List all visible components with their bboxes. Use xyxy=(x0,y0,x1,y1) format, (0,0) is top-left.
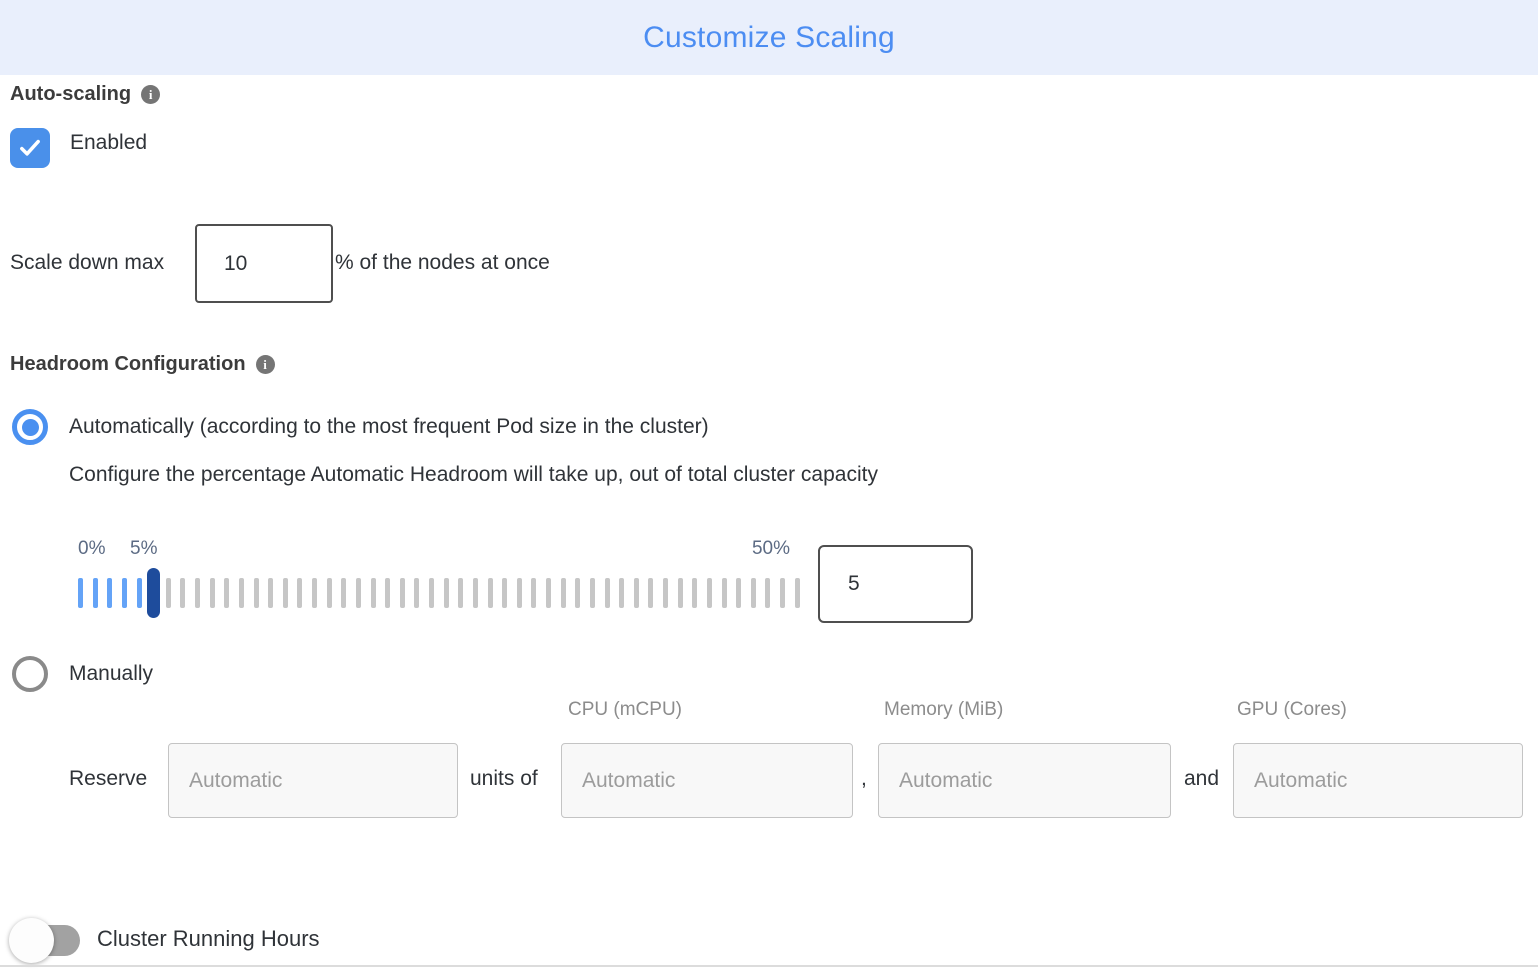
slider-tick xyxy=(414,578,420,608)
slider-tick xyxy=(458,578,464,608)
headroom-percentage-input[interactable] xyxy=(818,545,973,623)
slider-tick xyxy=(780,578,785,608)
reserve-label: Reserve xyxy=(69,767,148,790)
slider-tick xyxy=(121,578,127,608)
slider-tick xyxy=(706,578,712,608)
slider-tick xyxy=(341,578,347,608)
auto-scaling-label: Auto-scaling xyxy=(10,83,132,105)
auto-scaling-enabled-checkbox[interactable] xyxy=(10,128,50,168)
slider-tick xyxy=(399,578,405,608)
reserve-gpu-input[interactable] xyxy=(1233,743,1523,818)
slider-ticks[interactable] xyxy=(78,578,800,608)
slider-tick xyxy=(472,578,478,608)
slider-tick xyxy=(502,578,508,608)
slider-tick xyxy=(370,578,376,608)
slider-handle[interactable] xyxy=(147,568,161,618)
slider-tick xyxy=(180,578,186,608)
slider-tick xyxy=(224,578,230,608)
headroom-automatic-label: Automatically (according to the most fre… xyxy=(69,415,709,438)
slider-tick xyxy=(355,578,361,608)
slider-tick xyxy=(575,578,581,608)
slider-tick xyxy=(487,578,493,608)
slider-tick xyxy=(297,578,303,608)
radio-dot xyxy=(21,418,39,436)
slider-labels: 0% 5% 50% xyxy=(78,538,800,564)
auto-scaling-section-label: Auto-scaling i xyxy=(10,83,161,106)
slider-tick xyxy=(765,578,771,608)
cluster-running-hours-toggle[interactable] xyxy=(9,918,80,963)
slider-tick xyxy=(516,578,522,608)
reserve-units-input[interactable] xyxy=(168,743,458,818)
slider-tick xyxy=(209,578,215,608)
slider-tick xyxy=(268,578,274,608)
headroom-automatic-radio[interactable] xyxy=(12,409,48,445)
headroom-description: Configure the percentage Automatic Headr… xyxy=(69,463,878,486)
slider-tick xyxy=(633,578,639,608)
slider-tick xyxy=(312,578,317,608)
slider-tick xyxy=(589,578,595,608)
slider-tick xyxy=(677,578,683,608)
slider-tick xyxy=(736,578,742,608)
scale-down-max-input[interactable] xyxy=(195,224,333,303)
scale-down-suffix: % of the nodes at once xyxy=(335,251,550,274)
headroom-percentage-slider[interactable]: 0% 5% 50% xyxy=(78,538,800,618)
toggle-knob[interactable] xyxy=(9,918,54,963)
slider-tick xyxy=(385,578,391,608)
slider-current-label: 5% xyxy=(130,538,158,559)
slider-tick xyxy=(721,578,727,608)
slider-tick xyxy=(750,578,756,608)
enabled-label: Enabled xyxy=(70,131,148,154)
slider-tick xyxy=(78,578,83,608)
slider-tick xyxy=(663,578,668,608)
page-title: Customize Scaling xyxy=(643,20,895,54)
slider-tick xyxy=(282,578,288,608)
slider-tick xyxy=(648,578,654,608)
headroom-manual-radio[interactable] xyxy=(12,656,48,692)
cpu-column-header: CPU (mCPU) xyxy=(568,699,682,720)
slider-tick xyxy=(429,578,434,608)
slider-tick xyxy=(692,578,698,608)
reserve-memory-input[interactable] xyxy=(878,743,1171,818)
slider-tick xyxy=(326,578,332,608)
slider-tick xyxy=(195,578,200,608)
memory-column-header: Memory (MiB) xyxy=(884,699,1004,720)
slider-tick xyxy=(443,578,449,608)
scale-down-label: Scale down max xyxy=(10,251,165,274)
slider-tick xyxy=(794,578,800,608)
headroom-configuration-label: Headroom Configuration xyxy=(10,353,246,375)
slider-tick xyxy=(92,578,98,608)
dialog-header: Customize Scaling xyxy=(0,0,1538,75)
headroom-section-label: Headroom Configuration i xyxy=(10,353,275,376)
info-icon[interactable]: i xyxy=(141,85,161,104)
reserve-cpu-input[interactable] xyxy=(561,743,853,818)
gpu-column-header: GPU (Cores) xyxy=(1237,699,1347,720)
slider-tick xyxy=(136,578,142,608)
slider-tick xyxy=(165,578,171,608)
slider-tick xyxy=(546,578,551,608)
slider-tick xyxy=(531,578,537,608)
slider-tick xyxy=(238,578,244,608)
checkmark-icon xyxy=(20,139,40,156)
slider-tick xyxy=(619,578,625,608)
slider-tick xyxy=(560,578,566,608)
units-of-label: units of xyxy=(470,767,538,790)
cluster-running-hours-label: Cluster Running Hours xyxy=(97,926,320,951)
and-label: and xyxy=(1184,767,1220,790)
headroom-manual-label: Manually xyxy=(69,662,154,685)
slider-tick xyxy=(107,578,113,608)
slider-tick xyxy=(253,578,259,608)
slider-min-label: 0% xyxy=(78,538,106,559)
bottom-divider xyxy=(0,965,1538,967)
comma-separator: , xyxy=(861,767,867,790)
slider-tick xyxy=(604,578,610,608)
slider-max-label: 50% xyxy=(751,538,790,559)
info-icon[interactable]: i xyxy=(255,355,275,374)
